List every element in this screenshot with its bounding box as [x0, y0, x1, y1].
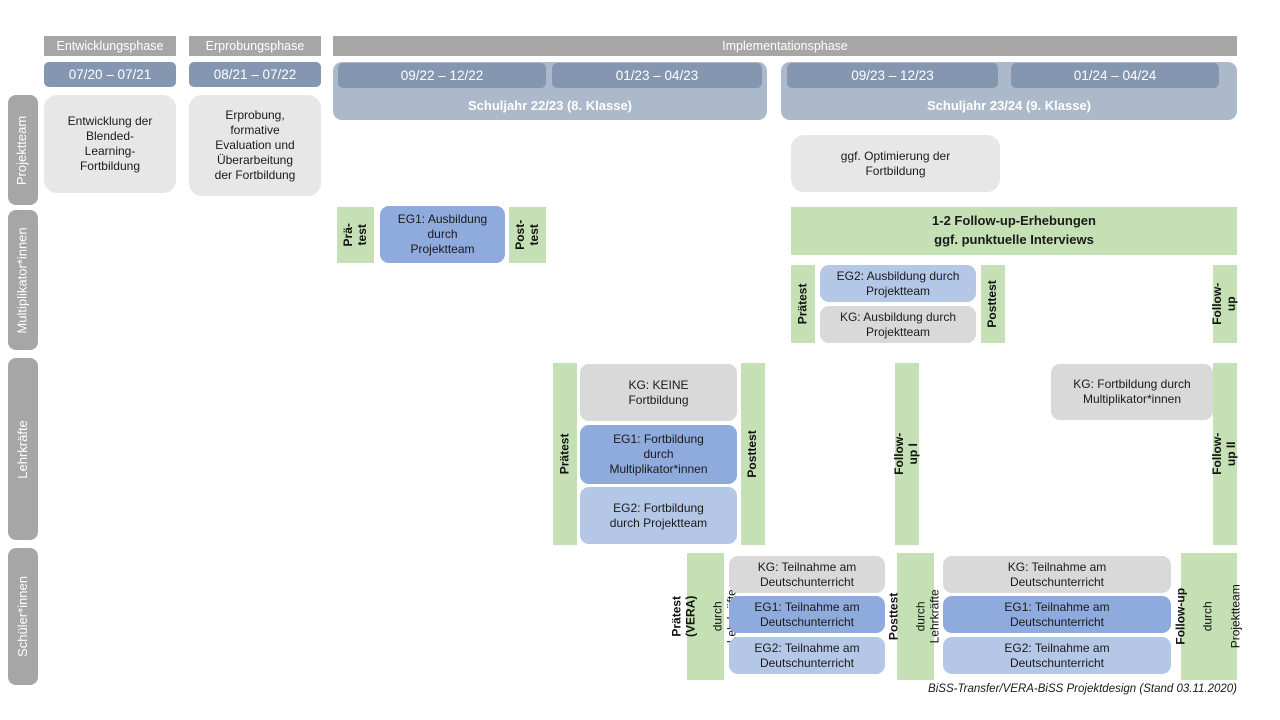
mult-posttest1-label: Post- test: [512, 220, 541, 250]
schueler-kg1-box: KG: Teilnahme am Deutschunterricht: [729, 556, 885, 593]
lehr-kg-box: KG: KEINE Fortbildung: [580, 364, 737, 421]
sidebar-row-multiplikatoren: Multiplikator*innen: [8, 210, 38, 350]
schueler-followup-bar: Follow-up durch Projektteam: [1174, 553, 1243, 680]
schueler-posttest-bar: Posttest durch Lehrkräfte: [887, 553, 942, 680]
date-0923-1223: 09/23 – 12/23: [787, 63, 998, 88]
date-0923-1223-label: 09/23 – 12/23: [851, 68, 934, 83]
schueler-followup-bold: Follow-up: [1173, 588, 1188, 645]
schueler-followup-sub1: durch: [1201, 601, 1216, 632]
phase-erprobung-label: Erprobungsphase: [205, 39, 305, 53]
sidebar-row-multiplikatoren-label: Multiplikator*innen: [14, 226, 30, 334]
date-0124-0424: 01/24 – 04/24: [1011, 63, 1219, 88]
mult-kg-text: KG: Ausbildung durch Projektteam: [839, 309, 957, 339]
schueler-followup-label: Follow-up durch Projektteam: [1161, 584, 1258, 648]
projektteam-erprobung-text: Erprobung, formative Evaluation und Über…: [214, 108, 296, 182]
lehr-eg2-text: EG2: Fortbildung durch Projektteam: [609, 500, 708, 530]
date-0922-1222-label: 09/22 – 12/22: [400, 68, 484, 83]
mult-posttest2-label: Posttest: [985, 280, 1000, 328]
schueler-followup-sub2: Projektteam: [1228, 584, 1243, 649]
schueler-praetest-bar: Prätest (VERA) durch Lehrkräfte: [670, 553, 739, 680]
lehr-praetest-label: Prätest: [557, 433, 572, 475]
projektteam-entwicklung-box: Entwicklung der Blended- Learning- Fortb…: [44, 95, 176, 193]
mult-posttest2-bar: Posttest: [981, 265, 1005, 343]
lehr-posttest-label: Posttest: [745, 430, 760, 478]
schueler-eg1b-text: EG1: Teilnahme am Deutschunterricht: [1004, 599, 1110, 629]
mult-eg1-box: EG1: Ausbildung durch Projektteam: [380, 206, 505, 263]
schueler-kg2-box: KG: Teilnahme am Deutschunterricht: [943, 556, 1171, 593]
sidebar-row-schueler: Schüler*innen: [8, 548, 38, 685]
lehr-eg1-box: EG1: Fortbildung durch Multiplikator*inn…: [580, 425, 737, 484]
lehr-kg2-text: KG: Fortbildung durch Multiplikator*inne…: [1073, 377, 1191, 406]
lehr-eg1-text: EG1: Fortbildung durch Multiplikator*inn…: [609, 432, 708, 476]
sidebar-row-projektteam-label: Projektteam: [14, 115, 30, 185]
sidebar-row-projektteam: Projektteam: [8, 95, 38, 205]
sidebar-row-schueler-label: Schüler*innen: [14, 576, 30, 657]
date-0720-0721-label: 07/20 – 07/21: [68, 67, 152, 82]
lehr-praetest-bar: Prätest: [553, 363, 577, 545]
footer-caption: BiSS-Transfer/VERA-BiSS Projektdesign (S…: [928, 683, 1237, 695]
schueler-kg2-text: KG: Teilnahme am Deutschunterricht: [1007, 559, 1107, 589]
projektteam-optimierung-box: ggf. Optimierung der Fortbildung: [791, 135, 1000, 192]
mult-praetest2-bar: Prätest: [791, 265, 815, 343]
projektteam-optimierung-text: ggf. Optimierung der Fortbildung: [840, 148, 951, 178]
mult-followup-banner-text: 1-2 Follow-up-Erhebungen ggf. punktuelle…: [932, 213, 1096, 247]
mult-followup-label: Follow-up: [1210, 283, 1238, 325]
date-0821-0722-label: 08/21 – 07/22: [213, 67, 297, 82]
schueler-eg2b-text: EG2: Teilnahme am Deutschunterricht: [1004, 640, 1110, 670]
date-0922-1222: 09/22 – 12/22: [338, 63, 546, 88]
mult-followup-banner: 1-2 Follow-up-Erhebungen ggf. punktuelle…: [791, 207, 1237, 255]
schueler-eg1a-box: EG1: Teilnahme am Deutschunterricht: [729, 596, 885, 633]
lehr-followup1-label: Follow-up I: [892, 433, 920, 475]
date-0123-0423: 01/23 – 04/23: [552, 63, 762, 88]
mult-praetest1-bar: Prä- test: [337, 207, 374, 263]
projektteam-entwicklung-text: Entwicklung der Blended- Learning- Fortb…: [67, 114, 153, 173]
lehr-kg-text: KG: KEINE Fortbildung: [628, 377, 689, 407]
schueler-kg1-text: KG: Teilnahme am Deutschunterricht: [757, 559, 857, 589]
date-0720-0721: 07/20 – 07/21: [44, 62, 176, 87]
phase-implementation: Implementationsphase: [333, 36, 1237, 56]
schueler-eg2b-box: EG2: Teilnahme am Deutschunterricht: [943, 637, 1171, 674]
lehr-followup1-bar: Follow-up I: [892, 363, 920, 545]
mult-eg1-text: EG1: Ausbildung durch Projektteam: [397, 212, 488, 256]
date-0124-0424-label: 01/24 – 04/24: [1073, 68, 1157, 83]
band-schuljahr-2223-label: Schuljahr 22/23 (8. Klasse): [467, 98, 633, 113]
band-schuljahr-2324-label: Schuljahr 23/24 (9. Klasse): [926, 98, 1092, 113]
schueler-posttest-bold: Posttest: [886, 592, 901, 641]
lehr-kg2-box: KG: Fortbildung durch Multiplikator*inne…: [1051, 364, 1213, 420]
schueler-eg2a-text: EG2: Teilnahme am Deutschunterricht: [754, 640, 860, 670]
mult-eg2-text: EG2: Ausbildung durch Projektteam: [836, 268, 960, 298]
mult-praetest1-label: Prä- test: [340, 223, 369, 247]
mult-followup-bar: Follow-up: [1210, 265, 1238, 343]
date-0821-0722: 08/21 – 07/22: [189, 62, 321, 87]
sidebar-row-lehrkraefte-label: Lehrkräfte: [14, 419, 30, 479]
phase-erprobung: Erprobungsphase: [189, 36, 321, 56]
phase-entwicklung: Entwicklungsphase: [44, 36, 176, 56]
lehr-eg2-box: EG2: Fortbildung durch Projektteam: [580, 487, 737, 544]
schueler-eg2a-box: EG2: Teilnahme am Deutschunterricht: [729, 637, 885, 674]
phase-implementation-label: Implementationsphase: [722, 39, 848, 53]
sidebar-row-lehrkraefte: Lehrkräfte: [8, 358, 38, 540]
mult-posttest1-bar: Post- test: [509, 207, 546, 263]
date-0123-0423-label: 01/23 – 04/23: [615, 68, 699, 83]
lehr-followup2-label: Follow-up II: [1210, 433, 1238, 475]
phase-entwicklung-label: Entwicklungsphase: [56, 39, 164, 53]
lehr-followup2-bar: Follow-up II: [1210, 363, 1238, 545]
projektteam-erprobung-box: Erprobung, formative Evaluation und Über…: [189, 95, 321, 196]
mult-kg-box: KG: Ausbildung durch Projektteam: [820, 306, 976, 343]
lehr-posttest-bar: Posttest: [741, 363, 765, 545]
schueler-eg1b-box: EG1: Teilnahme am Deutschunterricht: [943, 596, 1171, 633]
schueler-eg1a-text: EG1: Teilnahme am Deutschunterricht: [754, 599, 860, 629]
mult-praetest2-label: Prätest: [795, 283, 810, 325]
mult-eg2-box: EG2: Ausbildung durch Projektteam: [820, 265, 976, 302]
schueler-praetest-bold: Prätest (VERA): [670, 595, 698, 638]
schueler-posttest-sub: durch Lehrkräfte: [914, 589, 943, 644]
